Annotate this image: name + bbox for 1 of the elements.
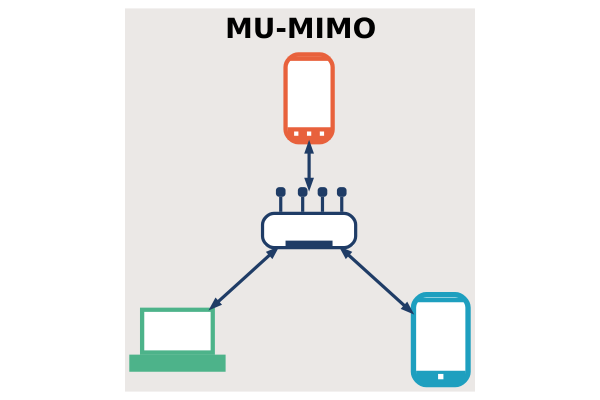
- diagram-title: MU-MIMO: [225, 12, 376, 46]
